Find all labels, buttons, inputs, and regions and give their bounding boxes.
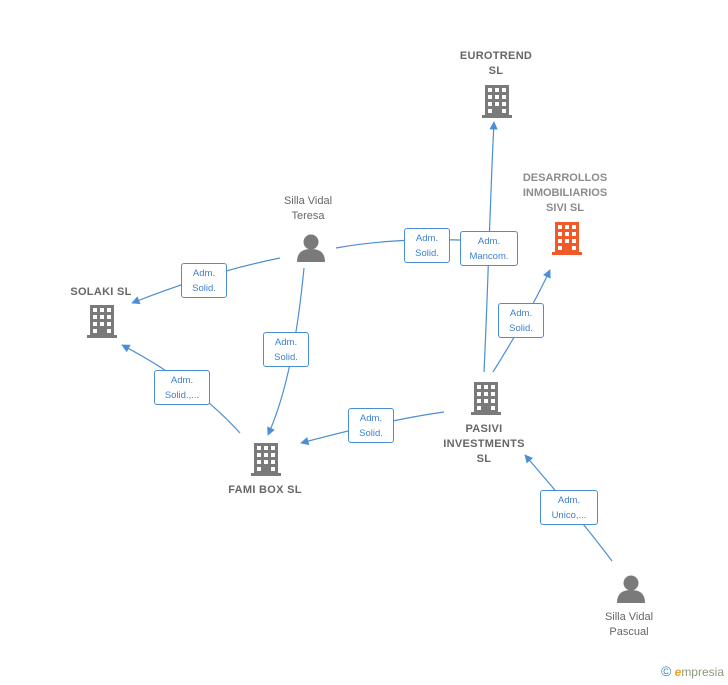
brand-e-logo: e [674,665,682,679]
edge-label-pasivi-desarrollos[interactable]: Adm. Solid. [498,303,544,338]
person-icon-pascual[interactable] [617,575,645,604]
building-icon-desarrollos[interactable] [552,222,582,255]
edge-label-teresa-solaki[interactable]: Adm. Solid. [181,263,227,298]
building-icon-pasivi[interactable] [471,382,501,415]
node-label-desarrollos[interactable]: DESARROLLOS INMOBILIARIOS SIVI SL [522,172,608,214]
node-label-famibox[interactable]: FAMI BOX SL [228,484,302,496]
brand-name: mpresia [681,665,724,679]
node-label-silla-pascual[interactable]: Silla Vidal Pascual [604,611,654,638]
building-icon-eurotrend[interactable] [482,85,512,118]
edge-label-famibox-solaki[interactable]: Adm. Solid.,... [154,370,210,405]
edge-label-pascual-pasivi[interactable]: Adm. Unico,... [540,490,598,525]
node-label-pasivi[interactable]: PASIVI INVESTMENTS SL [443,423,525,465]
person-icon-teresa[interactable] [297,234,325,263]
edge-label-teresa-famibox[interactable]: Adm. Solid. [263,332,309,367]
building-icon-famibox[interactable] [251,443,281,476]
copyright-symbol: © [660,663,672,679]
node-label-eurotrend[interactable]: EUROTREND SL [459,50,533,77]
edge-label-pasivi-famibox[interactable]: Adm. Solid. [348,408,394,443]
edge-label-teresa-desarrollos[interactable]: Adm. Solid. [404,228,450,263]
brand-footer: © empresia [661,663,724,679]
node-label-solaki[interactable]: SOLAKI SL [70,286,132,298]
node-label-silla-teresa[interactable]: Silla Vidal Teresa [283,195,333,222]
building-icon-solaki[interactable] [87,305,117,338]
edge-label-pasivi-desarrollos-mancom[interactable]: Adm. Mancom. [460,231,518,266]
